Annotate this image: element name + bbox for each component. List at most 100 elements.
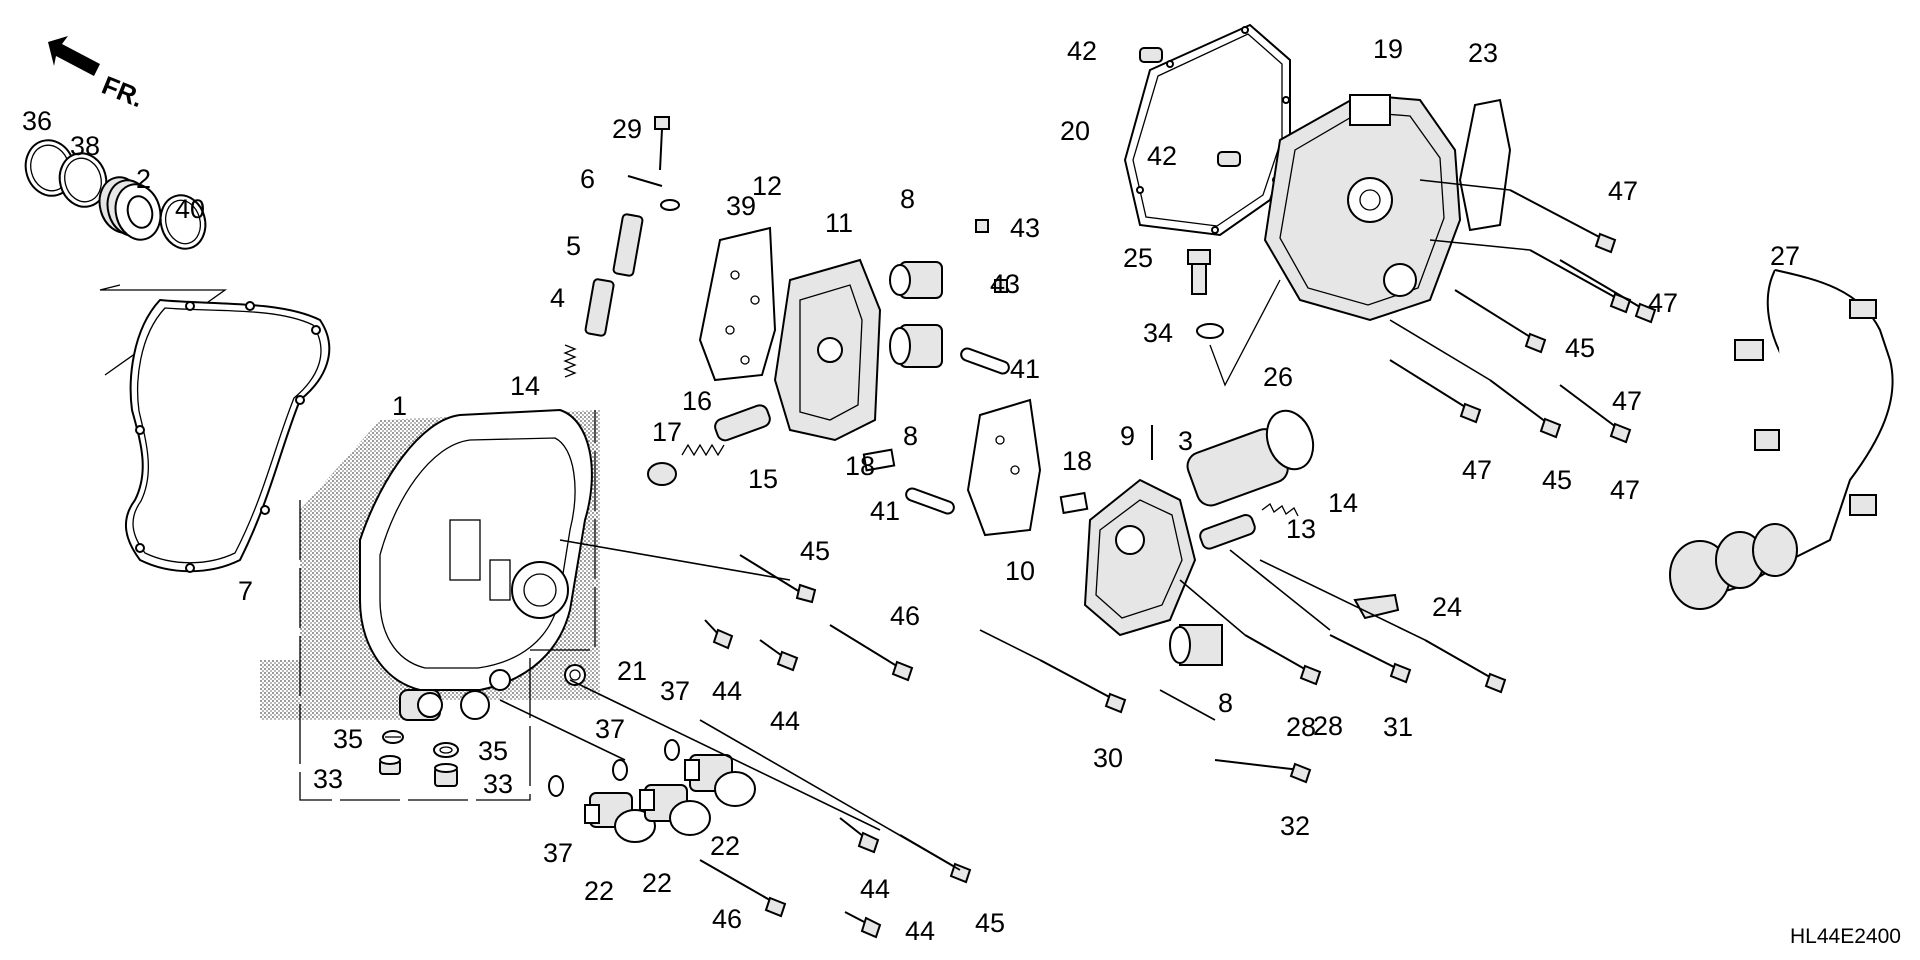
callout-label: 22 [710,831,740,861]
callout-label: 34 [1143,318,1173,348]
callout-label: 20 [1060,116,1090,146]
bolt-29 [654,116,670,171]
gasket-18b [1059,491,1089,515]
callout-label: 22 [584,876,614,906]
gasket-7 [124,298,331,573]
pressure-switch-22b [639,784,711,836]
callout-label: 10 [1005,556,1035,586]
valve-4 [584,278,615,337]
callout-label: 28 [1286,712,1316,742]
group-outline [299,410,596,801]
bracket-24 [1353,593,1400,620]
callout-label: 42 [1067,36,1097,66]
spring-14b [1261,503,1299,517]
callout-label: 45 [1565,333,1595,363]
callout-label: 37 [660,676,690,706]
washers-37 [548,739,680,797]
bolts-center-right [979,549,1507,784]
o-ring-35b [433,742,459,758]
callout-label: 47 [1610,475,1640,505]
o-ring-34 [1196,323,1224,339]
pressure-switch-22c [684,754,756,807]
callout-label: 7 [238,576,253,606]
cover-19 [1263,93,1462,322]
shim-17 [647,462,677,486]
pin-41a [960,347,1010,375]
callout-label: 8 [1218,688,1233,718]
screen-35a [382,730,404,744]
pin-41b [905,487,955,515]
callout-label: 45 [975,908,1005,938]
callout-label: 33 [313,764,343,794]
valve-15 [714,404,771,442]
spring-14a [563,344,577,378]
plug-33a [379,755,401,775]
callout-label: 44 [770,706,800,736]
callout-label: 26 [1263,362,1293,392]
callout-label: 43 [1010,213,1040,243]
callout-label: 32 [1280,811,1310,841]
callout-label: 44 [860,874,890,904]
callout-label: 8 [900,184,915,214]
dowel-pin-42b [1217,151,1241,167]
valve-5 [612,213,644,277]
callout-label: 44 [905,916,935,946]
callout-label: 47 [1648,288,1678,318]
callout-label: 14 [510,371,540,401]
callout-label: 45 [800,536,830,566]
bolt-43a [975,219,989,233]
piston-seal-2 [98,176,162,241]
callout-label: 35 [333,724,363,754]
bolt-43b [994,279,1008,293]
callout-label: 18 [1062,446,1092,476]
solenoid-8a [889,261,943,299]
callout-label: 3 [1178,426,1193,456]
callout-label: 29 [612,114,642,144]
dowel-pin-42a [1139,47,1163,63]
front-direction-arrow-icon: FR. [48,36,148,113]
callout-label: 5 [566,231,581,261]
callout-label: 33 [483,769,513,799]
valve-body-9 [1083,478,1197,637]
callout-label: 40 [175,194,205,224]
callout-label: 8 [903,421,918,451]
callout-label: 35 [478,736,508,766]
callout-label: 46 [890,601,920,631]
callout-label: 47 [1462,455,1492,485]
callout-label: 17 [652,417,682,447]
callout-label: 41 [1010,354,1040,384]
diagram-code: HL44E2400 [1790,925,1901,948]
bolts-lower-middle [499,539,972,939]
callout-label: 41 [870,496,900,526]
front-direction-label: FR. [98,70,148,114]
callout-label: 11 [825,208,853,238]
plug-33b [434,763,458,787]
callout-label: 36 [22,106,52,136]
o-ring-39 [660,199,680,211]
callout-label: 28 [1313,711,1343,741]
callout-label: 18 [845,451,875,481]
solenoid-8b [889,324,943,368]
callout-label: 43 [990,269,1020,299]
callout-label: 47 [1612,386,1642,416]
callout-label: 42 [1147,141,1177,171]
callout-label: 21 [617,656,647,686]
callout-label: 13 [1286,514,1316,544]
callout-label: 38 [70,131,100,161]
callout-label: 2 [136,164,151,194]
callout-label: 39 [726,191,756,221]
separator-plate-12 [698,226,777,382]
callout-label: 4 [550,283,565,313]
valve-13 [1199,513,1256,550]
callout-label: 31 [1383,712,1413,742]
callout-label: 25 [1123,243,1153,273]
solenoid-8c [1169,624,1223,666]
callout-label: 6 [580,164,595,194]
separator-plate-10 [966,398,1042,537]
callout-label: 30 [1093,743,1123,773]
callout-label: 46 [712,904,742,934]
callout-label: 45 [1542,465,1572,495]
callout-label: 37 [543,838,573,868]
